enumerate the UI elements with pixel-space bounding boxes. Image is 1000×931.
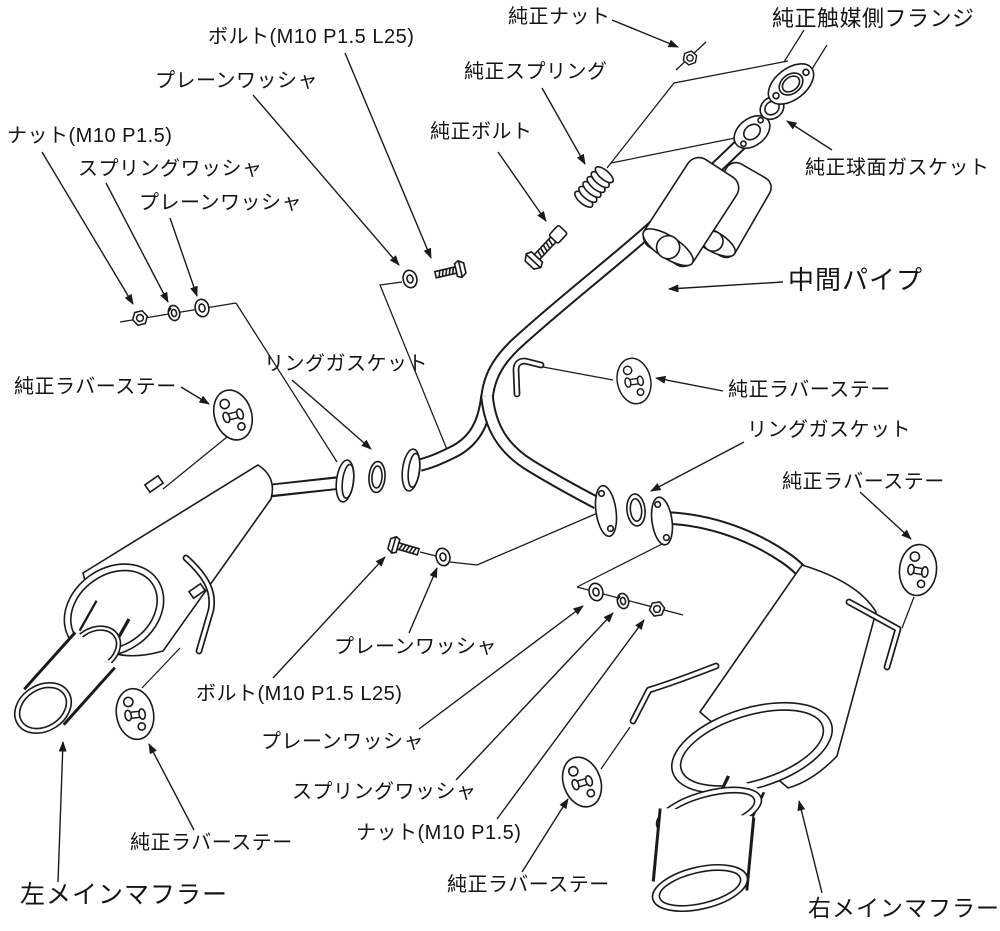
rubber-stay [897, 543, 939, 598]
hardware-top-bolt [400, 258, 468, 290]
right-tail-pipe [667, 511, 815, 586]
rubber-stay [208, 385, 259, 445]
label-oem-rubber-stay-bottom-mid: 純正ラバーステー [447, 874, 610, 896]
flange [335, 459, 355, 503]
label-ring-gasket-left: リングガスケット [264, 353, 428, 375]
label-spring-washer-bottom: スプリングワッシャ [292, 781, 477, 803]
label-nut-top: ナット(M10 P1.5) [7, 125, 173, 147]
hardware-bottom-row [586, 581, 667, 618]
label-oem-bolt: 純正ボルト [430, 121, 533, 143]
pipe-hanger-rod [512, 357, 545, 398]
oem-bolt [524, 225, 568, 271]
label-oem-cat-flange: 純正触媒側フランジ [772, 6, 975, 31]
flange [650, 496, 674, 546]
oem-spring [573, 166, 615, 208]
plain-washer [586, 581, 606, 603]
label-right-main-muffler: 右メインマフラー [808, 895, 1000, 921]
rubber-stay [112, 686, 157, 743]
flange [401, 448, 421, 492]
rubber-stay [613, 355, 655, 407]
label-nut-bottom: ナット(M10 P1.5) [356, 822, 522, 844]
ring-gasket [626, 493, 646, 527]
label-left-main-muffler: 左メインマフラー [20, 881, 229, 909]
label-plain-washer-top: プレーンワッシャ [155, 70, 318, 92]
pipe-end-flange [733, 114, 771, 150]
label-plain-washer-mid: プレーンワッシャ [334, 636, 497, 658]
nut [130, 309, 150, 327]
label-mid-pipe: 中間パイプ [788, 265, 924, 295]
oem-nut [680, 49, 700, 67]
label-plain-washer-bottom: プレーンワッシャ [261, 731, 424, 753]
construction-lines [119, 29, 915, 770]
leader-arrows [41, 19, 912, 894]
right-joint [594, 484, 674, 546]
hanger-tab [143, 474, 165, 494]
label-bolt-bottom: ボルト(M10 P1.5 L25) [196, 683, 403, 705]
left-main-muffler [13, 464, 274, 734]
plain-washer [400, 268, 420, 290]
label-oem-rubber-stay-bottom-left: 純正ラバーステー [130, 832, 293, 854]
label-oem-nut: 純正ナット [508, 6, 611, 28]
right-main-muffler [629, 564, 902, 912]
flange [594, 484, 618, 538]
ring-gasket [368, 460, 386, 494]
nut [647, 600, 667, 618]
left-joint [335, 448, 421, 503]
label-oem-rubber-stay-mid: 純正ラバーステー [728, 379, 891, 401]
resonator-front [642, 156, 740, 268]
plain-washer [192, 297, 212, 319]
hardware-top-left-row [130, 297, 212, 327]
label-spring-washer-top: スプリングワッシャ [78, 158, 263, 180]
oem-catalyst-flange [767, 63, 815, 105]
spring-washer [615, 591, 631, 611]
hanger-tab [187, 582, 207, 600]
label-ring-gasket-right: リングガスケット [747, 419, 911, 441]
label-oem-rubber-stay-right: 純正ラバーステー [782, 471, 945, 493]
label-oem-spring: 純正スプリング [464, 61, 608, 83]
rubber-stay [556, 752, 608, 813]
hardware-bottom-bolt [386, 534, 453, 568]
plain-washer [433, 546, 453, 568]
label-plain-washer-top2: プレーンワッシャ [139, 192, 302, 214]
label-oem-spherical-gasket: 純正球面ガスケット [805, 157, 990, 179]
spring-washer [166, 303, 182, 323]
label-oem-rubber-stay-left: 純正ラバーステー [14, 376, 177, 398]
label-bolt-top: ボルト(M10 P1.5 L25) [208, 26, 415, 48]
bolt [432, 258, 468, 284]
bolt [386, 534, 422, 561]
